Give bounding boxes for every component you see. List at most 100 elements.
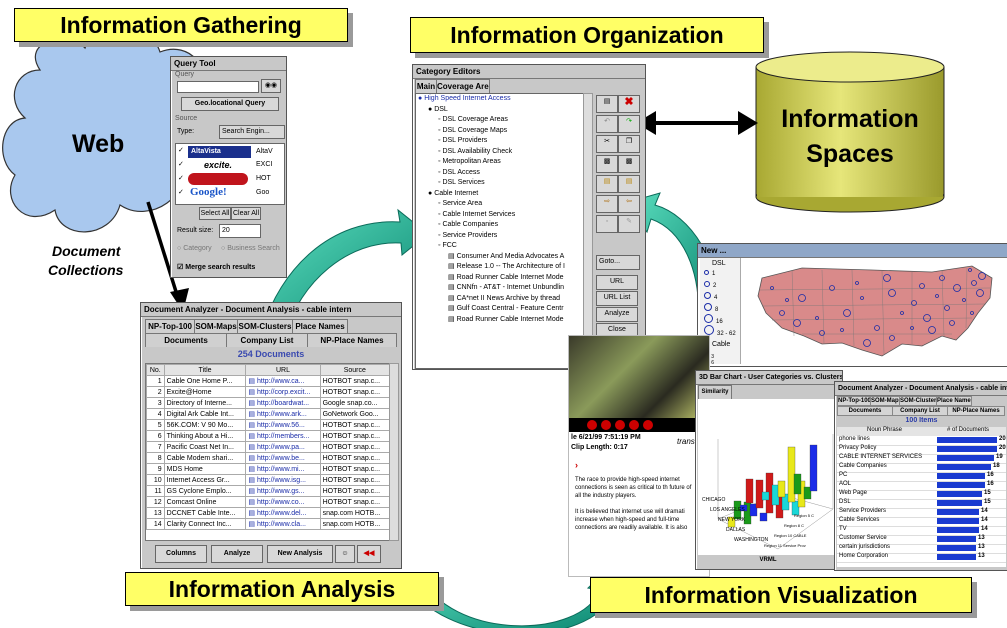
tab-som-maps[interactable]: SOM-Maps — [194, 319, 238, 333]
doc-table-scrollbar[interactable] — [389, 363, 399, 541]
np-tab[interactable]: NP-Place Names — [947, 406, 1005, 416]
help-icon[interactable]: ☺ — [335, 545, 355, 563]
tree-node[interactable]: ◦ Cable Internet Services — [416, 210, 584, 221]
url-list-button[interactable]: URL List — [596, 291, 638, 306]
tab-company-list[interactable]: Company List — [226, 333, 308, 347]
play-icon[interactable] — [615, 420, 625, 430]
tree-node[interactable]: ◦ DSL Access — [416, 168, 584, 179]
tab-main[interactable]: Main — [415, 79, 437, 93]
export-icon[interactable]: ⇦ — [618, 195, 640, 213]
result-size-select[interactable]: 20 — [219, 224, 261, 238]
tree-node[interactable]: ● High Speed Internet Access — [416, 94, 584, 105]
tree-node[interactable]: ● DSL — [416, 105, 584, 116]
tree-node[interactable]: ▤ Consumer And Media Advocates A — [416, 252, 584, 263]
column-header[interactable]: Title — [163, 364, 247, 376]
analyze-button[interactable]: Analyze — [596, 307, 638, 322]
np-header-count[interactable]: # of Documents — [947, 427, 990, 433]
tree-node[interactable]: ◦ DSL Coverage Areas — [416, 115, 584, 126]
print-icon[interactable]: ▫ — [596, 215, 618, 233]
tree-node[interactable]: ◦ DSL Availability Check — [416, 147, 584, 158]
tree-node[interactable]: ▤ Release 1.0 -- The Architecture of I — [416, 262, 584, 273]
np-tab[interactable]: SOM-Maps — [870, 396, 900, 406]
tab-np-top-100[interactable]: NP-Top-100 — [145, 319, 195, 333]
np-tab[interactable]: Place Names — [936, 396, 972, 406]
engine-check-4[interactable]: ✓ — [178, 189, 184, 196]
url-button[interactable]: URL — [596, 275, 638, 290]
pause-icon[interactable] — [629, 420, 639, 430]
np-tab[interactable]: Company List — [892, 406, 948, 416]
tree-node[interactable]: ◦ Service Area — [416, 199, 584, 210]
delete-icon[interactable]: ✖ — [618, 95, 640, 113]
engine-check-1[interactable]: ✓ — [178, 147, 184, 154]
goto-select[interactable]: Goto... — [596, 255, 640, 270]
radio-category[interactable]: ○ Category — [177, 245, 212, 252]
open-folder-icon[interactable]: ▤ — [596, 175, 618, 193]
engine-list[interactable]: ✓ AltaVista AltaV ✓ excite. EXCI ✓ HOT ✓… — [175, 143, 285, 205]
tree-node[interactable]: ◦ Cable Companies — [416, 220, 584, 231]
tree-node[interactable]: ◦ Service Providers — [416, 231, 584, 242]
folder-icon[interactable]: ▤ — [596, 95, 618, 113]
tree-node[interactable]: ▤ Gulf Coast Central - Feature Centr — [416, 304, 584, 315]
tree-node[interactable]: ◦ DSL Services — [416, 178, 584, 189]
tab-np-place-names[interactable]: NP-Place Names — [307, 333, 397, 347]
tree-node[interactable]: ▤ Road Runner Cable Internet Mode — [416, 315, 584, 326]
np-header-phrase[interactable]: Noun Phrase — [867, 427, 903, 433]
tree-node[interactable]: ◦ Metropolitan Areas — [416, 157, 584, 168]
cut-icon[interactable]: ✂ — [596, 135, 618, 153]
edit-icon[interactable]: ✎ — [618, 215, 640, 233]
query-input[interactable] — [177, 81, 259, 93]
column-header[interactable]: URL — [245, 364, 321, 376]
redo-icon[interactable]: ↷ — [618, 115, 640, 133]
category-tree[interactable]: ● High Speed Internet Access● DSL◦ DSL C… — [415, 93, 585, 369]
merge-checkbox[interactable]: ☑ Merge search results — [177, 264, 256, 271]
tab-documents[interactable]: Documents — [145, 333, 227, 347]
columns-button[interactable]: Columns — [155, 545, 207, 563]
paste-icon[interactable]: ▩ — [596, 155, 618, 173]
tree-node[interactable]: ◦ DSL Providers — [416, 136, 584, 147]
tree-node[interactable]: ▤ CNNfn - AT&T - Internet Unbundlin — [416, 283, 584, 294]
new-analysis-button[interactable]: New Analysis — [267, 545, 333, 563]
np-tab[interactable]: Documents — [837, 406, 893, 416]
tree-node[interactable]: ◦ FCC — [416, 241, 584, 252]
geo-query-button[interactable]: Geo.locational Query — [181, 97, 279, 111]
tree-node[interactable]: ▤ Road Runner Cable Internet Mode — [416, 273, 584, 284]
tree-node[interactable]: ● Cable Internet — [416, 189, 584, 200]
tab-similarity[interactable]: Similarity — [698, 385, 732, 399]
import-icon[interactable]: ⇨ — [596, 195, 618, 213]
binoculars-icon[interactable]: ◉◉ — [261, 79, 281, 93]
tab-som-clusters[interactable]: SOM-Clusters — [237, 319, 293, 333]
tree-scrollbar[interactable] — [583, 93, 593, 369]
tree-node[interactable]: ▤ CA*net II News Archive by thread — [416, 294, 584, 305]
engine-check-2[interactable]: ✓ — [178, 161, 184, 168]
np-tab[interactable]: SOM-Clusters — [899, 396, 937, 406]
back-icon[interactable]: ◀◀ — [357, 545, 381, 563]
us-map[interactable] — [742, 258, 1006, 364]
